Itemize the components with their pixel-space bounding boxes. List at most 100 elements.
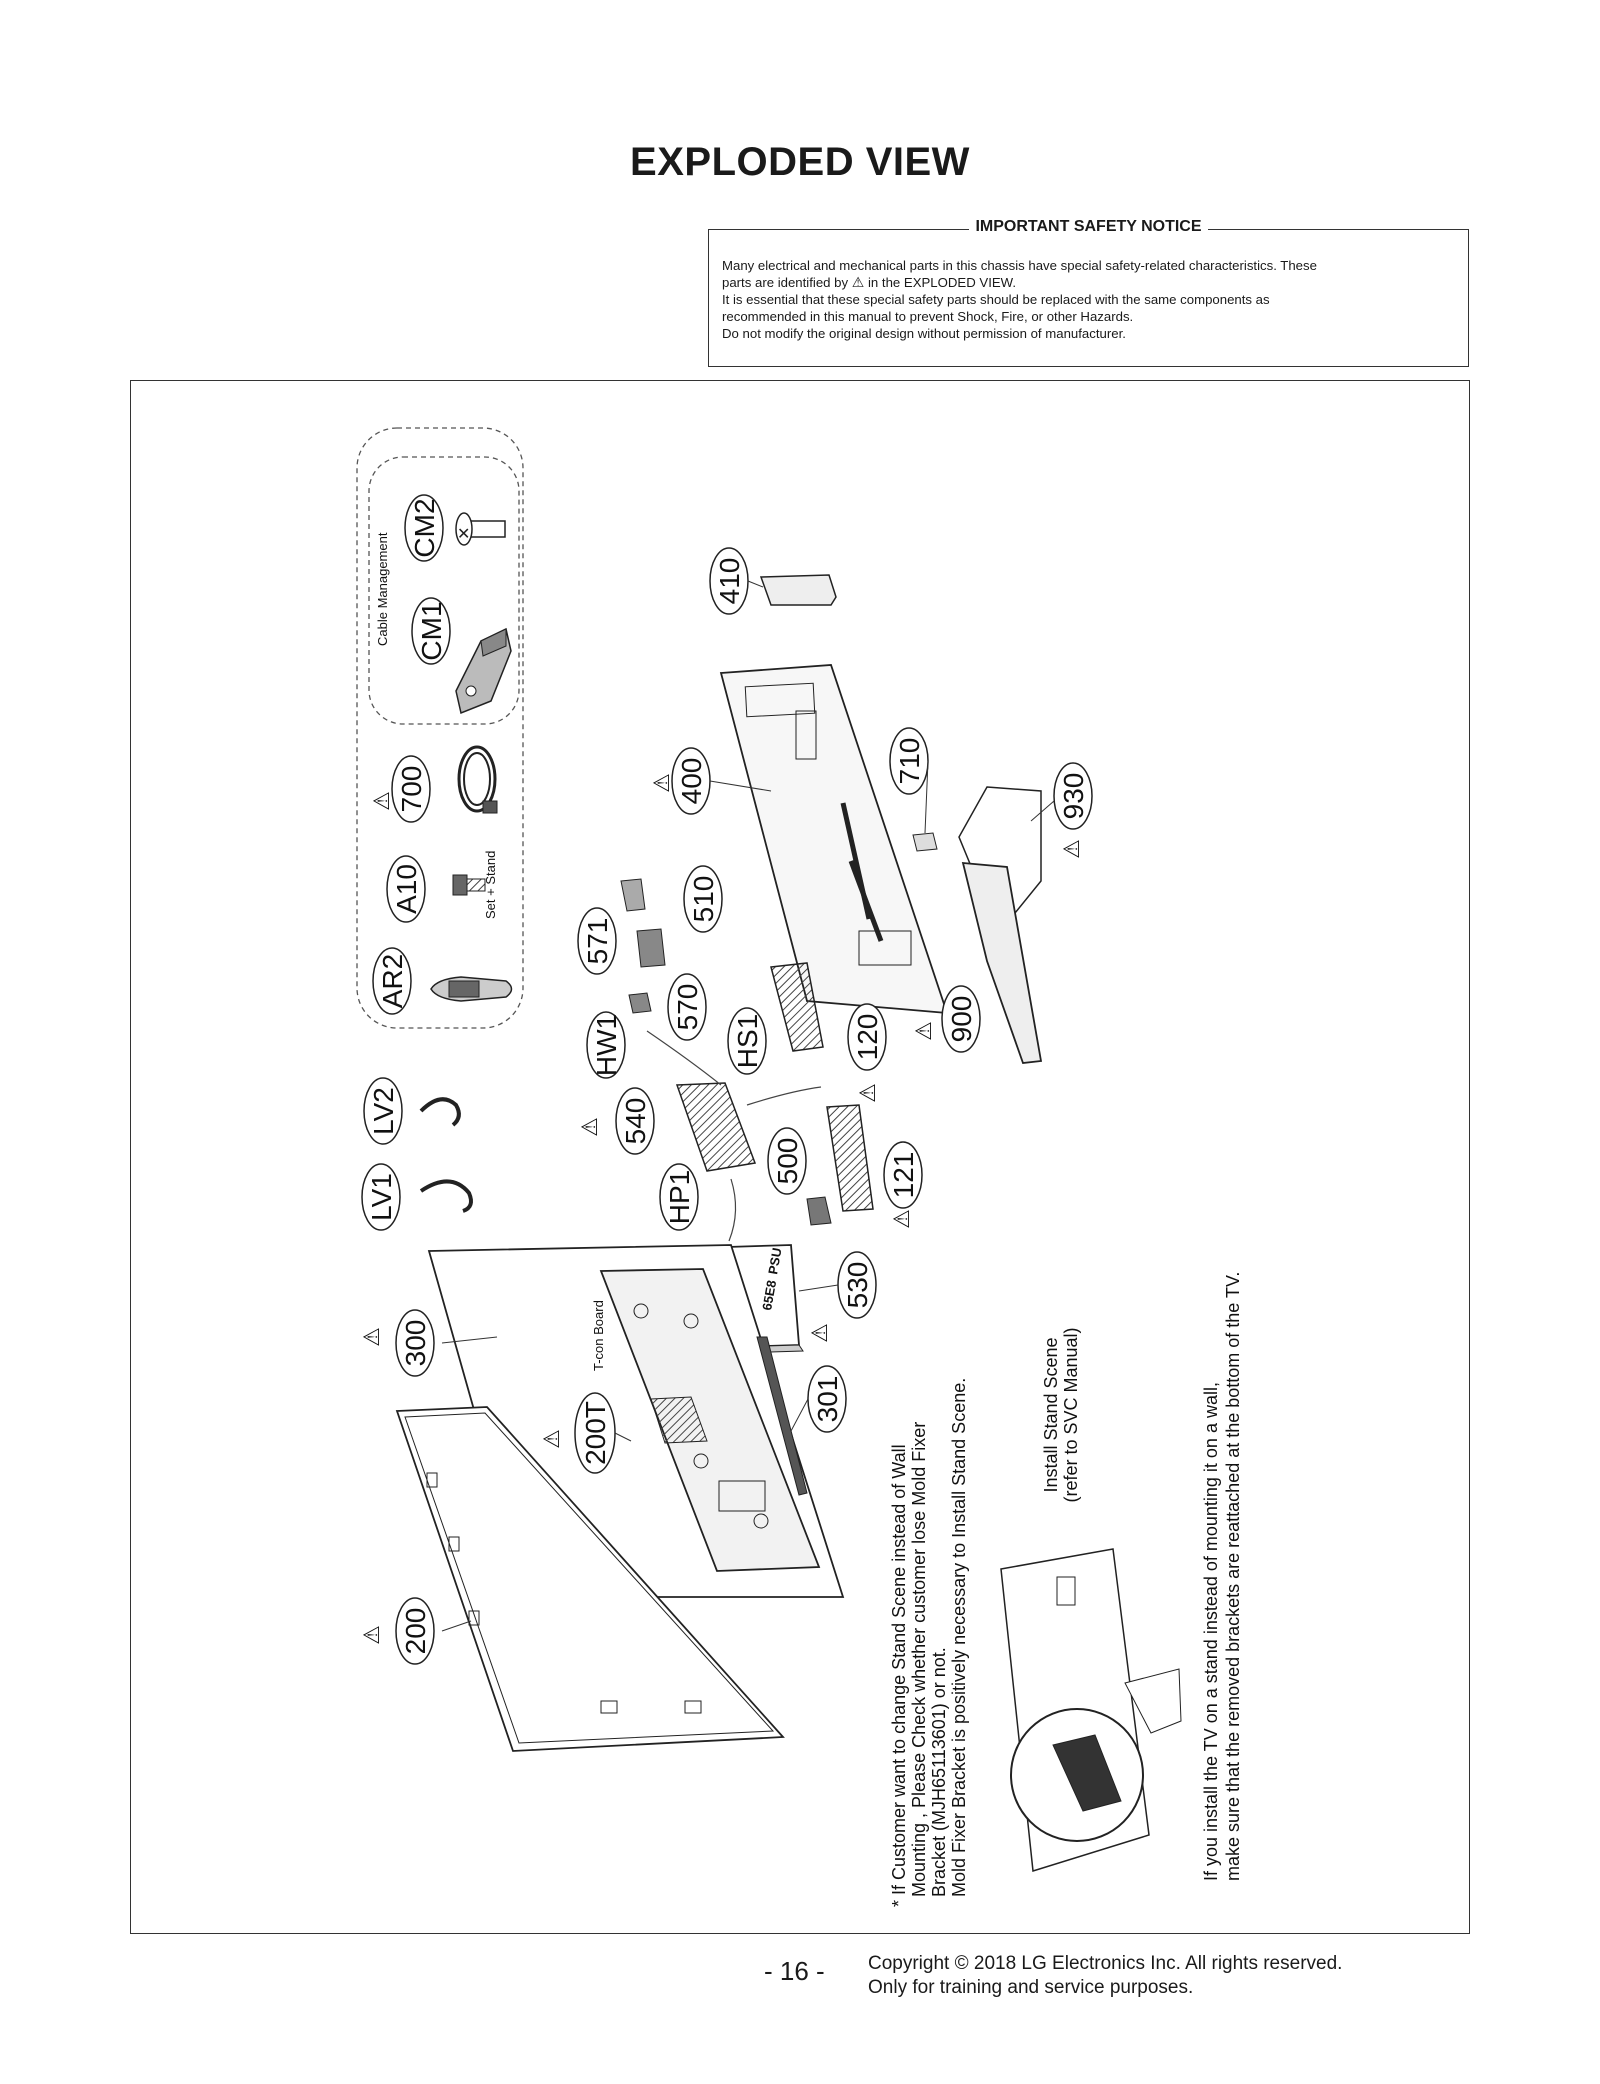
part-500	[806, 1196, 832, 1226]
svg-text:Mounting , Please Check whethe: Mounting , Please Check whether customer…	[909, 1422, 929, 1897]
svg-text:500: 500	[772, 1138, 803, 1185]
callout-cm1: CM1	[411, 597, 451, 665]
cm2-screw: ✕	[455, 512, 506, 546]
part-571-board	[636, 928, 666, 968]
callout-930: 930	[1053, 762, 1093, 830]
warning-triangle-icon: ⚠	[1060, 839, 1085, 859]
part-410-cover	[759, 574, 837, 606]
callout-410: 410	[709, 547, 749, 615]
svg-text:A10: A10	[391, 864, 422, 914]
accessories-group-outline	[356, 427, 524, 1029]
safety-notice-title: IMPORTANT SAFETY NOTICE	[969, 218, 1208, 235]
svg-text:571: 571	[582, 918, 613, 965]
page-title: EXPLODED VIEW	[630, 140, 970, 184]
callout-900: 900	[941, 985, 981, 1053]
safety-notice-box: IMPORTANT SAFETY NOTICE Many electrical …	[708, 218, 1469, 367]
warning-triangle-icon: ⚠	[851, 274, 865, 290]
svg-text:make sure that the removed bra: make sure that the removed brackets are …	[1223, 1272, 1243, 1881]
svg-text:* If Customer want to change S: * If Customer want to change Stand Scene…	[889, 1444, 909, 1907]
svg-text:540: 540	[620, 1098, 651, 1145]
part-510-board	[620, 878, 646, 912]
warning-triangle-icon: ⚠	[912, 1021, 937, 1041]
svg-text:CM1: CM1	[416, 601, 447, 660]
callout-301: 301	[807, 1365, 847, 1433]
callout-540: 540	[615, 1087, 655, 1155]
notice-line: Do not modify the original design withou…	[722, 326, 1126, 341]
purpose-text: Only for training and service purposes.	[868, 1977, 1194, 1998]
notice-line: It is essential that these special safet…	[722, 292, 1270, 307]
svg-text:410: 410	[714, 558, 745, 605]
callout-200t: 200T	[574, 1392, 616, 1474]
warning-triangle-icon: ⚠	[808, 1323, 833, 1343]
svg-text:120: 120	[852, 1014, 883, 1061]
stand-install-illustration	[1000, 1548, 1182, 1872]
wall-mount-note: * If Customer want to change Stand Scene…	[889, 1378, 969, 1907]
callout-700: 700	[391, 755, 431, 823]
part-200t-tcon-frame	[599, 1268, 821, 1572]
exploded-view-diagram: Cable Management Set + Stand ✕	[356, 427, 1243, 1907]
callout-510: 510	[683, 865, 723, 933]
part-120-speaker	[770, 962, 824, 1052]
part-900-stand	[961, 861, 1043, 1064]
callout-120: 120	[847, 1003, 887, 1071]
callout-500: 500	[767, 1127, 807, 1195]
warning-triangle-icon: ⚠	[890, 1209, 915, 1229]
callout-lv1: LV1	[361, 1163, 401, 1231]
svg-text:Bracket (MJH65113601) or not.: Bracket (MJH65113601) or not.	[929, 1647, 949, 1897]
cable-management-group-outline	[368, 456, 520, 725]
part-121-speaker	[826, 1104, 874, 1212]
svg-text:510: 510	[688, 876, 719, 923]
svg-text:HW1: HW1	[591, 1014, 622, 1076]
set-stand-label: Set + Stand	[483, 851, 498, 919]
page-number: - 16 -	[764, 1956, 825, 1986]
svg-text:400: 400	[676, 758, 707, 805]
warning-triangle-icon: ⚠	[578, 1117, 603, 1137]
callout-hw1: HW1	[586, 1011, 626, 1079]
part-301-bar	[756, 1336, 808, 1496]
svg-text:121: 121	[888, 1152, 919, 1199]
callout-hp1: HP1	[659, 1163, 699, 1231]
svg-text:LV2: LV2	[368, 1087, 399, 1135]
part-710-label	[912, 832, 938, 852]
cable-management-label: Cable Management	[375, 532, 390, 646]
lv2-cable	[419, 1097, 461, 1127]
warning-triangle-icon: ⚠	[360, 1327, 385, 1347]
hw1-cable	[646, 1030, 722, 1086]
psu-code: 65E8	[759, 1279, 779, 1312]
callout-ar2: AR2	[372, 947, 412, 1015]
callout-lv2: LV2	[363, 1077, 403, 1145]
svg-text:900: 900	[946, 996, 977, 1043]
power-cord-700	[457, 745, 498, 814]
svg-text:(refer to SVC Manual): (refer to SVC Manual)	[1061, 1327, 1081, 1502]
svg-text:HP1: HP1	[664, 1170, 695, 1224]
hp1-cable	[728, 1178, 737, 1242]
svg-text:300: 300	[400, 1320, 431, 1367]
callout-cm2: CM2	[404, 494, 444, 562]
copyright-footer: Copyright © 2018 LG Electronics Inc. All…	[868, 1952, 1342, 2000]
ar2-remote	[430, 976, 513, 1002]
svg-text:200T: 200T	[580, 1401, 611, 1465]
callout-530: 530	[837, 1251, 877, 1319]
svg-text:930: 930	[1058, 773, 1089, 820]
tcon-board-label: T-con Board	[591, 1300, 606, 1371]
svg-text:710: 710	[894, 738, 925, 785]
safety-notice-body: Many electrical and mechanical parts in …	[722, 257, 1455, 342]
callout-a10: A10	[386, 855, 426, 923]
callout-200: 200	[395, 1597, 435, 1665]
svg-text:AR2: AR2	[377, 954, 408, 1008]
svg-text:Mold Fixer Bracket is positive: Mold Fixer Bracket is positively necessa…	[949, 1378, 969, 1897]
svg-text:200: 200	[400, 1608, 431, 1655]
svg-text:Install Stand Scene: Install Stand Scene	[1041, 1337, 1061, 1492]
callout-570: 570	[667, 973, 707, 1041]
notice-line-2: parts are identified by ⚠ in the EXPLODE…	[722, 274, 1017, 290]
svg-text:CM2: CM2	[409, 498, 440, 557]
stand-bracket-note: If you install the TV on a stand instead…	[1201, 1272, 1243, 1881]
svg-text:530: 530	[842, 1262, 873, 1309]
copyright-text: Copyright © 2018 LG Electronics Inc. All…	[868, 1953, 1343, 1974]
part-570-board	[628, 992, 652, 1014]
warning-triangle-icon: ⚠	[856, 1083, 881, 1103]
part-400-rear-cover	[719, 664, 949, 1015]
notice-line: Many electrical and mechanical parts in …	[722, 258, 1317, 273]
warning-triangle-icon: ⚠	[540, 1429, 565, 1449]
notice-line: recommended in this manual to prevent Sh…	[722, 309, 1134, 324]
